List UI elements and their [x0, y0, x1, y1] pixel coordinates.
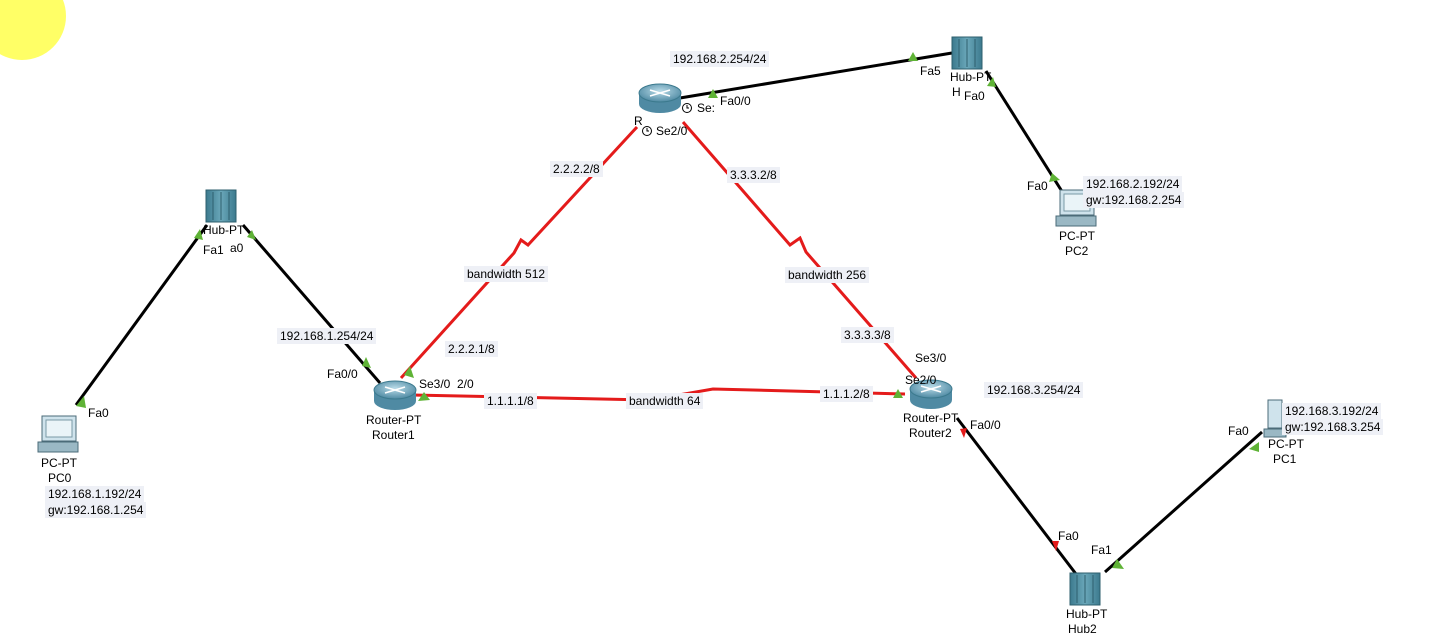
- link-router2-hub2[interactable]: [955, 417, 1078, 575]
- hub0-fa0-port-label: a0: [230, 241, 244, 255]
- router1-se30-port-label: Se3/0: [419, 377, 451, 391]
- pc2-ip-label: 192.168.2.192/24: [1083, 176, 1183, 192]
- pc1-gateway-label: gw:192.168.3.254: [1282, 419, 1384, 435]
- pc1-port-label: Fa0: [1228, 424, 1249, 438]
- link-hub1-pc2[interactable]: [984, 70, 1065, 194]
- port-led-hub2-fa1: [1112, 559, 1124, 569]
- port-led-pc0-fa0: [76, 396, 86, 408]
- port-led-router1-se20: [418, 392, 430, 401]
- router2-se2-address: 1.1.1.2/8: [820, 386, 873, 402]
- router2-se20-port-label: Se2/0: [905, 373, 937, 387]
- hub0-type-label: Hub-PT: [203, 223, 245, 237]
- router1-se2-address: 1.1.1.1/8: [484, 393, 537, 409]
- router2-name-label: Router2: [909, 426, 952, 440]
- port-led-router1-se30: [404, 366, 414, 378]
- link-hub0-router1[interactable]: [241, 224, 382, 384]
- port-led-hub2-fa0: [1052, 541, 1059, 551]
- port-led-router2-fa00: [960, 428, 967, 438]
- pc2-type-label: PC-PT: [1059, 229, 1095, 243]
- port-led-hub0-fa0: [247, 230, 256, 240]
- bandwidth-label-router0-router1: bandwidth 512: [464, 266, 549, 282]
- pc-icon: [1267, 399, 1283, 429]
- router0-fa00-port-label: Fa0/0: [720, 94, 751, 108]
- pc0-type-label: PC-PT: [41, 456, 77, 470]
- pc1-type-label: PC-PT: [1268, 437, 1304, 451]
- router1-se20-port-label: 2/0: [457, 377, 474, 391]
- hub2-fa1-port-label: Fa1: [1091, 543, 1112, 557]
- router0-se3-port-label: Se:: [697, 101, 716, 115]
- hub1-name-label: H: [952, 85, 961, 99]
- hub1-fa0-port-label: Fa0: [964, 89, 985, 103]
- link-pc0-hub0[interactable]: [74, 224, 209, 406]
- router1-se3-address: 2.2.2.1/8: [445, 341, 498, 357]
- port-led-pc1-fa0: [1249, 442, 1259, 452]
- pc2-name-label: PC2: [1065, 244, 1089, 258]
- router0-name-label: R: [634, 114, 643, 128]
- pc1-ip-label: 192.168.3.192/24: [1282, 403, 1382, 419]
- router1-name-label: Router1: [372, 428, 415, 442]
- bandwidth-label-router1-router2: bandwidth 64: [626, 393, 704, 409]
- router2-type-label: Router-PT: [903, 411, 959, 425]
- pc2-port-label: Fa0: [1027, 179, 1048, 193]
- router2-fa00-port-label: Fa0/0: [970, 418, 1001, 432]
- router0-se20-port-label: Se2/0: [656, 124, 688, 138]
- port-led-router0-fa00: [708, 89, 718, 98]
- router0-device[interactable]: [638, 83, 682, 113]
- hub2-device[interactable]: [1069, 572, 1101, 606]
- serial-link-router0-router1[interactable]: [399, 125, 639, 380]
- bandwidth-label-router0-router2: bandwidth 256: [785, 267, 870, 283]
- hub2-name-label: Hub2: [1068, 622, 1097, 636]
- pc2-gateway-label: gw:192.168.2.254: [1083, 192, 1185, 208]
- hub2-fa0-port-label: Fa0: [1058, 529, 1079, 543]
- pc0-device[interactable]: [37, 415, 79, 453]
- port-led-router1-fa00: [362, 357, 371, 368]
- hub0-fa1-port-label: Fa1: [203, 243, 224, 257]
- pc0-gateway-label: gw:192.168.1.254: [45, 502, 147, 518]
- serial-link-router0-router2[interactable]: [681, 121, 918, 379]
- link-hub2-pc1[interactable]: [1104, 430, 1263, 574]
- hub0-device[interactable]: [205, 189, 237, 223]
- port-led-hub1-fa5: [908, 52, 918, 61]
- router1-type-label: Router-PT: [366, 413, 422, 427]
- router2-se30-port-label: Se3/0: [915, 351, 947, 365]
- hub1-fa5-port-label: Fa5: [920, 64, 941, 78]
- port-led-hub1-fa0: [987, 77, 996, 87]
- router2-lan-address: 192.168.3.254/24: [984, 382, 1084, 398]
- pc0-port-label: Fa0: [88, 406, 109, 420]
- router0-se2-address: 2.2.2.2/8: [550, 161, 603, 177]
- sun-circle: [0, 0, 66, 60]
- hub1-type-label: Hub-PT: [950, 70, 992, 84]
- port-led-router2-se20: [893, 389, 903, 398]
- router1-fa00-port-label: Fa0/0: [327, 367, 358, 381]
- router0-lan-address: 192.168.2.254/24: [670, 51, 770, 67]
- port-led-pc2-fa0: [1049, 173, 1060, 182]
- pc1-name-label: PC1: [1273, 452, 1297, 466]
- router2-device[interactable]: [909, 379, 953, 409]
- router0-se3-address: 3.3.3.2/8: [727, 167, 780, 183]
- hub1-device[interactable]: [951, 36, 983, 70]
- pc1-device[interactable]: [1263, 399, 1287, 438]
- router2-se3-address: 3.3.3.3/8: [841, 327, 894, 343]
- pc0-ip-label: 192.168.1.192/24: [45, 486, 145, 502]
- hub2-type-label: Hub-PT: [1066, 607, 1108, 621]
- router1-device[interactable]: [373, 380, 417, 410]
- router1-lan-address: 192.168.1.254/24: [277, 328, 377, 344]
- pc0-name-label: PC0: [48, 471, 72, 485]
- link-router0-hub1[interactable]: [679, 51, 953, 100]
- port-led-hub0-fa1: [194, 229, 203, 240]
